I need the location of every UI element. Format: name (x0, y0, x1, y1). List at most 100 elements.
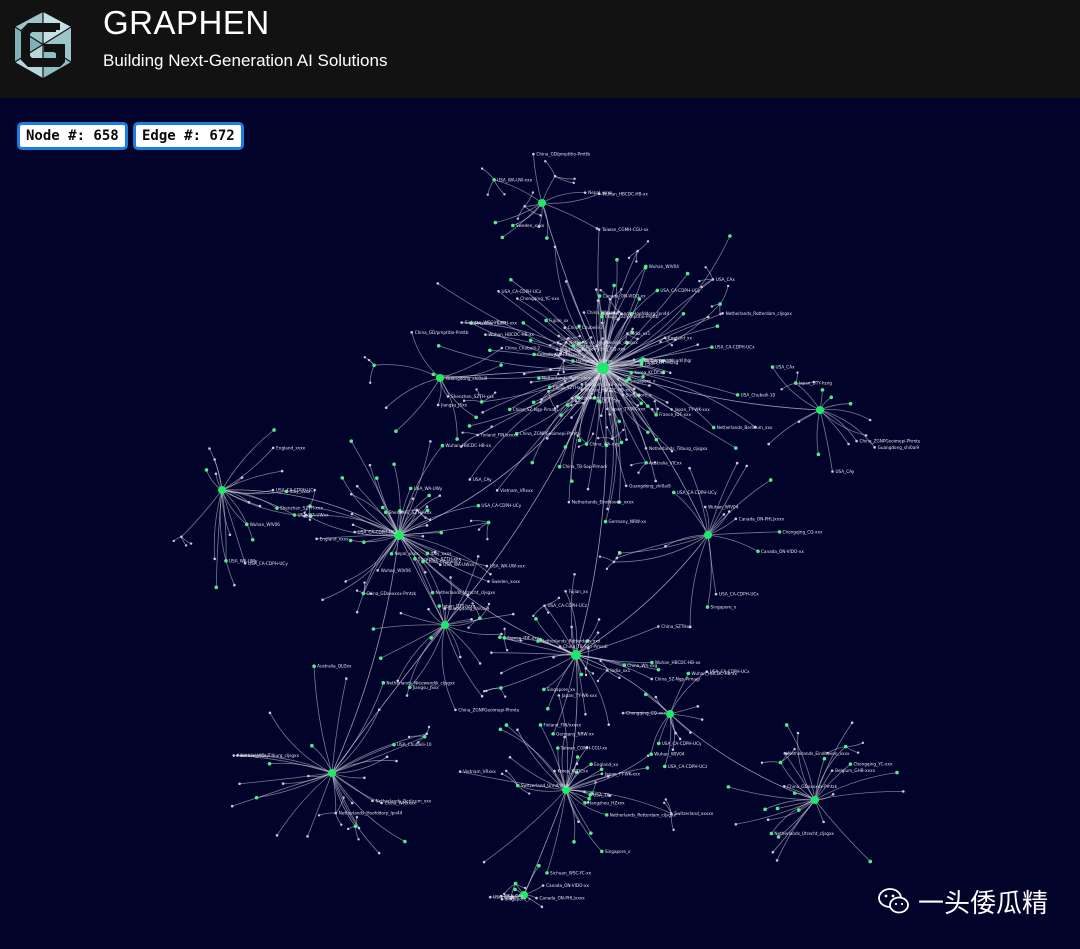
graph-node[interactable] (505, 769, 508, 773)
graph-node[interactable] (662, 764, 667, 769)
graph-node[interactable] (481, 410, 484, 414)
graph-node[interactable] (462, 399, 466, 402)
graph-node[interactable] (267, 761, 272, 766)
graph-node[interactable] (214, 585, 219, 590)
graph-node[interactable] (230, 804, 234, 808)
graph-node[interactable] (822, 756, 827, 761)
graph-node[interactable] (317, 814, 321, 817)
graph-node[interactable] (646, 240, 650, 243)
graph-node[interactable] (275, 834, 279, 837)
graph-node[interactable] (654, 437, 659, 442)
graph-node[interactable] (460, 321, 463, 324)
graph-node[interactable] (855, 439, 858, 443)
graph-node[interactable] (540, 905, 544, 909)
graph-node[interactable] (595, 227, 599, 230)
graph-node[interactable] (670, 812, 673, 815)
graph-node[interactable] (486, 193, 489, 196)
graph-node[interactable] (549, 368, 552, 371)
graph-node[interactable] (644, 446, 648, 450)
graph-node[interactable] (427, 493, 431, 498)
graph-node[interactable] (350, 801, 354, 805)
graph-node[interactable] (353, 824, 358, 829)
graph-node[interactable] (594, 288, 598, 291)
graph-node[interactable] (363, 581, 366, 584)
graph-node[interactable] (489, 572, 492, 576)
graph-node[interactable] (458, 770, 462, 773)
graph-node[interactable] (500, 897, 504, 901)
graph-node[interactable] (608, 794, 611, 798)
graph-node[interactable] (635, 260, 638, 263)
graph-node[interactable] (502, 636, 507, 640)
graph-node[interactable] (578, 350, 581, 353)
graph-node[interactable] (820, 388, 825, 392)
graph-node[interactable] (557, 596, 561, 600)
graph-node[interactable] (321, 598, 324, 602)
graph-node[interactable] (348, 538, 353, 543)
graph-node[interactable] (583, 801, 587, 805)
graph-node[interactable] (514, 431, 519, 436)
graph-node[interactable] (537, 376, 541, 380)
graph-node[interactable] (654, 479, 658, 483)
graph-node[interactable] (531, 191, 535, 194)
graph-node[interactable] (557, 354, 560, 357)
graph-node[interactable] (600, 772, 604, 776)
graph-node[interactable] (313, 488, 316, 492)
graph-node[interactable] (429, 636, 434, 640)
graph-node[interactable] (516, 217, 520, 220)
graph-node[interactable] (410, 331, 414, 334)
graph-node[interactable] (500, 632, 503, 636)
graph-node[interactable] (660, 359, 665, 363)
graph-node[interactable] (686, 671, 691, 676)
graph-node[interactable] (613, 311, 616, 314)
graph-node[interactable] (721, 311, 724, 315)
graph-node[interactable] (696, 343, 699, 346)
graph-node[interactable] (577, 324, 581, 328)
graph-node[interactable] (576, 395, 581, 400)
graph-node[interactable] (476, 433, 479, 437)
graph-node[interactable] (704, 266, 707, 269)
graph-node[interactable] (363, 355, 367, 359)
graph-node[interactable] (460, 445, 463, 448)
graph-node[interactable] (500, 346, 504, 350)
graph-node[interactable] (439, 530, 444, 535)
graph-node[interactable] (544, 318, 548, 323)
graph-node[interactable] (516, 297, 519, 300)
graph-node[interactable] (599, 289, 602, 292)
graph-node[interactable] (250, 537, 255, 542)
graph-node[interactable] (847, 442, 850, 446)
graph-node[interactable] (545, 871, 549, 875)
graph-node[interactable] (532, 152, 535, 156)
graph-node[interactable] (577, 820, 580, 824)
graph-node[interactable] (562, 359, 566, 362)
graph-node[interactable] (454, 708, 457, 712)
graph-node[interactable] (775, 859, 779, 862)
graph-node[interactable] (559, 413, 563, 417)
graph-node[interactable] (670, 408, 673, 411)
graph-node[interactable] (557, 694, 561, 697)
graph-node[interactable] (600, 849, 604, 854)
graph-node[interactable] (618, 551, 621, 554)
graph-node[interactable] (612, 283, 616, 288)
graph-node[interactable] (531, 400, 536, 405)
graph-node[interactable] (650, 660, 654, 665)
graph-node[interactable] (654, 695, 658, 699)
graph-node[interactable] (540, 398, 543, 401)
graph-node[interactable] (599, 767, 604, 772)
graph-node[interactable] (232, 754, 236, 757)
graph-node[interactable] (479, 400, 484, 404)
graph-node[interactable] (776, 835, 781, 839)
graph-node[interactable] (573, 572, 576, 576)
graph-node[interactable] (590, 392, 593, 395)
graph-node[interactable] (466, 593, 470, 597)
graph-node[interactable] (476, 555, 480, 558)
graph-node[interactable] (537, 225, 541, 228)
graph-node[interactable] (553, 407, 557, 410)
graph-node[interactable] (587, 796, 591, 801)
graph-node[interactable] (831, 793, 835, 796)
graph-node[interactable] (556, 341, 560, 345)
graph-node[interactable] (480, 167, 484, 170)
graph-node[interactable] (292, 513, 297, 517)
graph-node[interactable] (308, 504, 312, 508)
graph-node[interactable] (557, 464, 562, 469)
graph-node[interactable] (440, 443, 445, 448)
